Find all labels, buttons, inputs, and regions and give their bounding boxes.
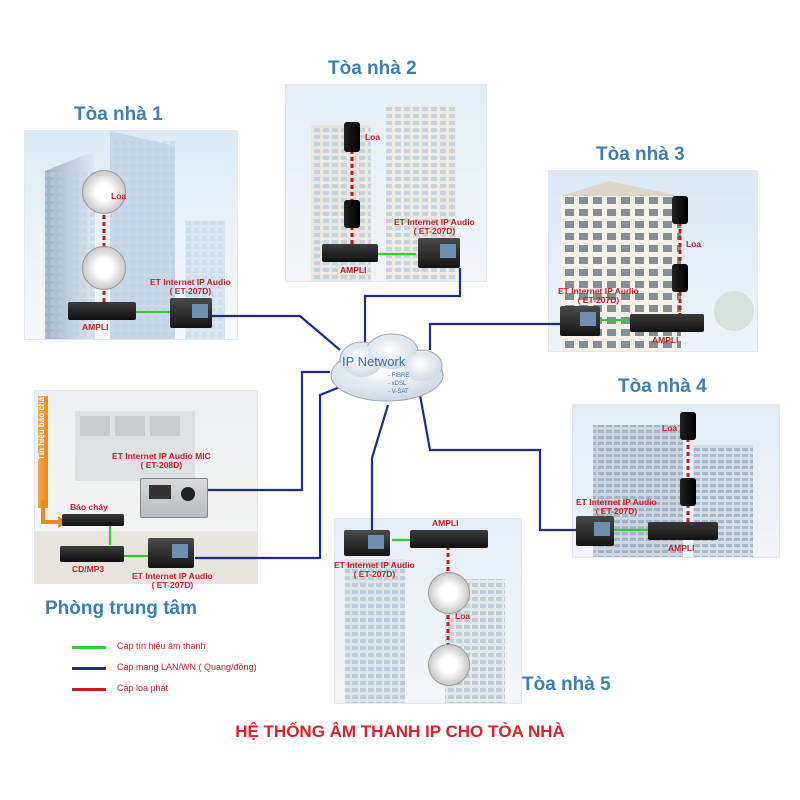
building-5-graphic <box>345 559 505 703</box>
legend-line-speaker <box>72 688 106 691</box>
amplifier-icon <box>630 314 704 332</box>
lan-cable-building-5 <box>370 404 390 532</box>
cd-mp3-player-icon <box>60 546 124 562</box>
legend-label-speaker: Cáp loa phát <box>117 683 169 693</box>
ip-audio-device-icon <box>148 538 194 568</box>
ip-audio-label: ET Internet IP Audio( ET-207D) <box>558 286 639 305</box>
ceiling-speaker-icon <box>428 644 470 686</box>
ip-audio-device-icon <box>576 516 614 546</box>
ip-audio-label: ET Internet IP Audio( ET-207D) <box>150 277 231 296</box>
amplifier-icon <box>648 522 718 540</box>
amp-label: AMPLI <box>340 265 367 275</box>
ip-audio-device-icon <box>344 530 390 556</box>
ip-audio-label: ET Internet IP Audio( ET-207D) <box>334 560 415 579</box>
central-room-title: Phòng trung tâm <box>45 598 197 619</box>
amp-label: AMPLI <box>432 518 459 528</box>
amp-label: AMPLI <box>82 322 109 332</box>
ip-mic-label: ET Internet IP Audio MIC( ET-208D) <box>112 451 211 470</box>
ip-audio-device-icon <box>418 238 460 268</box>
ip-mic-device-icon <box>140 478 208 518</box>
lan-cable-building-3 <box>428 322 560 350</box>
wall-speaker-icon <box>680 478 696 506</box>
ip-network-type-vsat: - V-SAT <box>388 389 409 395</box>
legend-line-audio <box>72 646 106 649</box>
legend-label-lan: Cáp mạng LAN/WN ( Quang/đồng) <box>117 662 257 672</box>
legend-line-lan <box>72 667 106 670</box>
amplifier-icon <box>68 302 136 320</box>
fire-signal-bar <box>38 396 48 508</box>
ip-network-cloud <box>330 333 444 402</box>
speaker-label: Loa <box>111 191 127 201</box>
amp-label: AMPLI <box>668 543 695 553</box>
ip-audio-label: ET Internet IP Audio( ET-207D) <box>394 217 475 236</box>
building-5-title: Tòa nhà 5 <box>522 674 611 695</box>
cd-mp3-label: CD/MP3 <box>72 564 105 574</box>
audio-cables <box>108 252 648 558</box>
wall-speaker-icon <box>344 122 360 152</box>
ip-network-type-fibre: - FIBRE <box>388 373 410 379</box>
amp-label: AMPLI <box>652 335 679 345</box>
fire-alarm-panel-icon <box>62 514 124 526</box>
amplifier-icon <box>322 244 378 262</box>
speaker-label: Loa <box>365 132 381 142</box>
speaker-label: Loa <box>455 611 471 621</box>
amplifier-icon <box>410 530 488 548</box>
ceiling-speaker-icon <box>428 572 470 614</box>
building-3-title: Tòa nhà 3 <box>596 144 685 165</box>
wall-speaker-icon <box>672 196 688 224</box>
speaker-cables <box>102 150 690 648</box>
wall-speaker-icon <box>344 200 360 228</box>
fire-alarm-arrow <box>41 500 58 524</box>
lan-cable-building-2 <box>363 268 462 345</box>
ip-audio-device-icon <box>560 306 600 336</box>
ip-network-label: IP Network <box>342 354 406 369</box>
ip-audio-label: ET Internet IP Audio( ET-207D) <box>576 497 657 516</box>
lan-cable-central-mic <box>205 370 330 492</box>
lan-cable-central-audio <box>195 383 346 560</box>
speaker-label: Loa <box>686 239 702 249</box>
fire-signal-label: Tín hiệu báo cháy <box>37 392 46 460</box>
ip-audio-label: ET Internet IP Audio( ET-207D) <box>132 571 213 590</box>
lan-cable-building-4 <box>418 394 578 532</box>
ceiling-speaker-icon <box>82 246 126 290</box>
ip-network-type-xdsl: - xDSL <box>388 381 407 387</box>
diagram-title: HỆ THỐNG ÂM THANH IP CHO TÒA NHÀ <box>235 722 565 741</box>
fire-alarm-label: Báo cháy <box>70 502 108 512</box>
building-2-title: Tòa nhà 2 <box>328 58 417 79</box>
building-1-title: Tòa nhà 1 <box>74 104 163 125</box>
wall-speaker-icon <box>672 264 688 292</box>
ceiling-speaker-icon <box>82 170 126 214</box>
legend-label-audio: Cáp tín hiệu âm thanh <box>117 641 206 651</box>
lan-cables <box>195 268 578 560</box>
wall-speaker-icon <box>680 412 696 440</box>
ip-audio-device-icon <box>170 298 212 328</box>
lan-cable-building-1 <box>212 314 341 351</box>
speaker-label: Loa <box>662 423 678 433</box>
building-4-title: Tòa nhà 4 <box>618 376 707 397</box>
